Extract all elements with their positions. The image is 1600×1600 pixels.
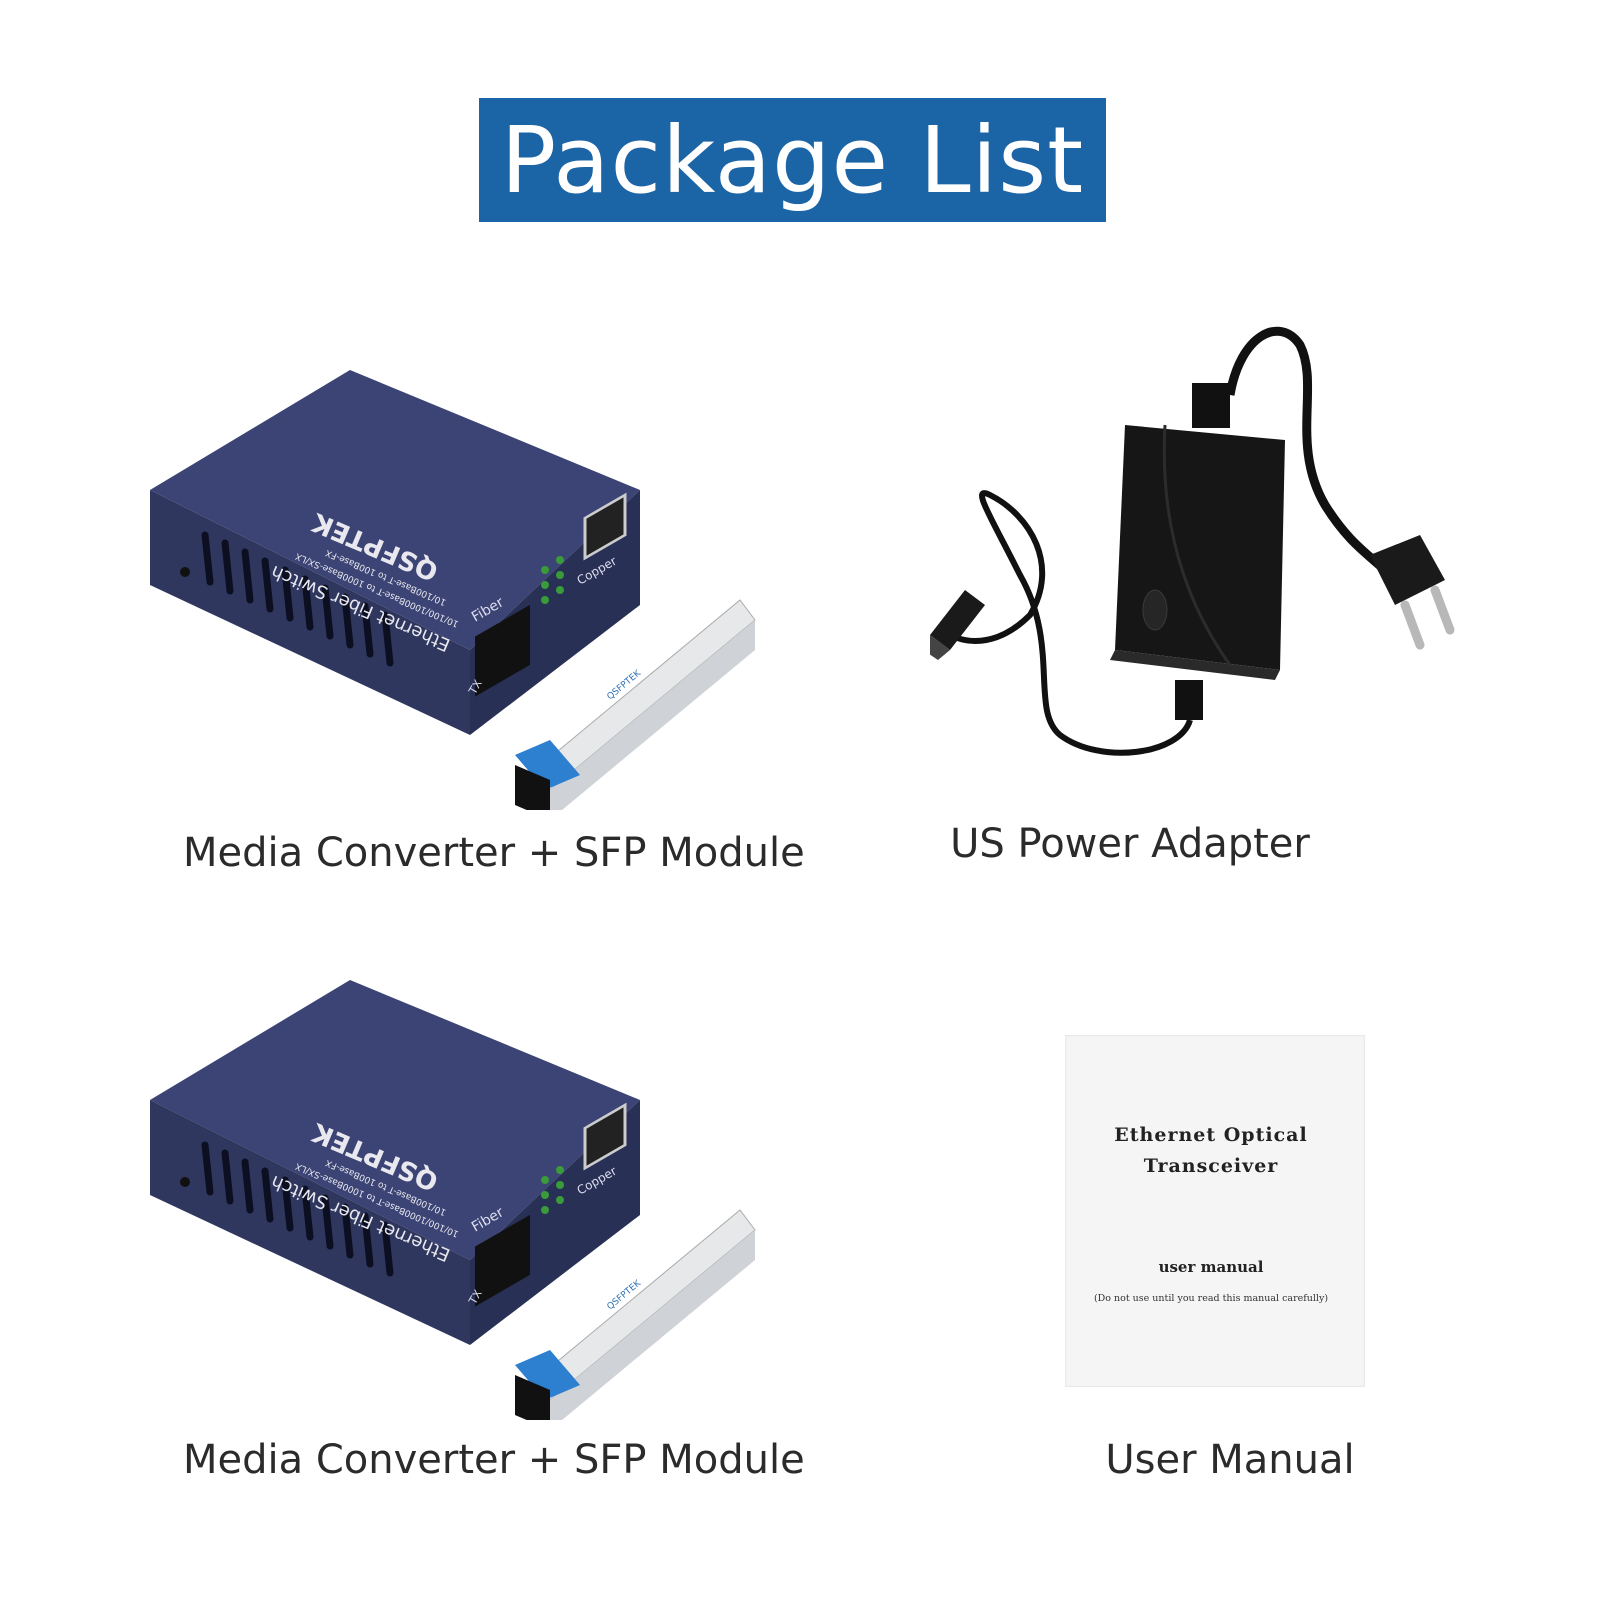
manual-title-line-2: Transceiver <box>1144 1155 1279 1177</box>
package-list-banner: Package List <box>479 98 1106 222</box>
page-title: Package List <box>500 106 1085 214</box>
media-converter-image-1: QSFPTEK Ethernet Fiber Switch 10/100/100… <box>150 370 756 810</box>
manual-subtitle: user manual <box>1159 1258 1264 1276</box>
sfp-module: QSFPTEK <box>515 599 756 810</box>
caption-power-adapter: US Power Adapter <box>950 821 1310 867</box>
power-adapter-image <box>930 326 1455 756</box>
caption-media-converter-1: Media Converter + SFP Module <box>183 830 805 876</box>
manual-title-line-1: Ethernet Optical <box>1114 1124 1307 1146</box>
manual-note: (Do not use until you read this manual c… <box>1094 1293 1328 1304</box>
user-manual-image: Ethernet Optical Transceiver user manual… <box>1065 1035 1365 1387</box>
caption-user-manual: User Manual <box>1105 1437 1355 1483</box>
caption-media-converter-2: Media Converter + SFP Module <box>183 1437 805 1483</box>
media-converter-image-2: QSFPTEK Ethernet Fiber Switch 10/100/100… <box>150 980 756 1420</box>
